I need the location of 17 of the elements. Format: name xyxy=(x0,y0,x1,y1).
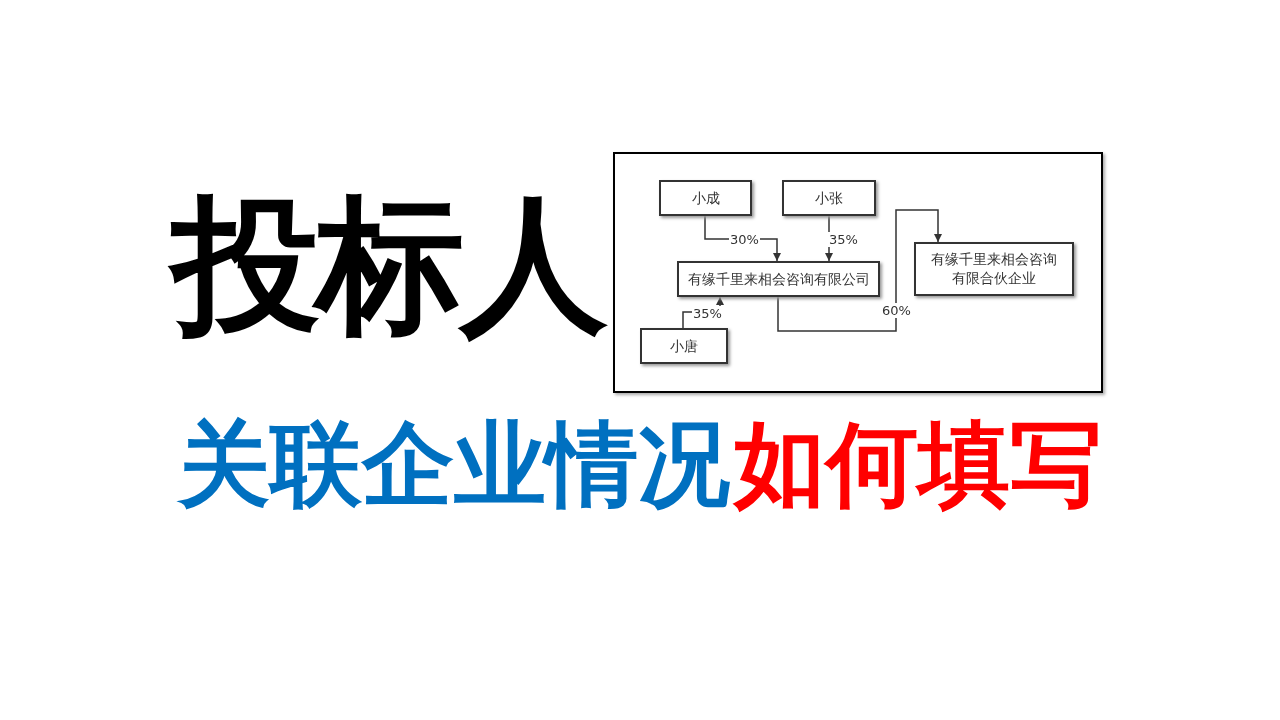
edge-label: 30% xyxy=(729,232,760,247)
subtitle-text: 关联企业情况 xyxy=(178,410,730,520)
box-label: 小唐 xyxy=(670,336,698,356)
entity-box xyxy=(914,242,1074,296)
entity-box xyxy=(782,180,876,216)
entity-box xyxy=(677,261,880,297)
entity-box xyxy=(640,328,728,364)
box-label: 有缘千里来相会咨询有限公司 xyxy=(687,269,870,289)
entity-box xyxy=(659,180,752,216)
subtitle-text: 如何填写 xyxy=(734,410,1102,520)
arrow xyxy=(777,209,942,332)
edge-label: 35% xyxy=(692,306,723,321)
edge-label: 35% xyxy=(828,232,859,247)
box-label: 小成 xyxy=(691,188,720,208)
box-label: 小张 xyxy=(815,188,843,208)
edge-label: 60% xyxy=(881,303,912,318)
box-label: 有缘千里来相会咨询有限合伙企业 xyxy=(930,250,1058,288)
